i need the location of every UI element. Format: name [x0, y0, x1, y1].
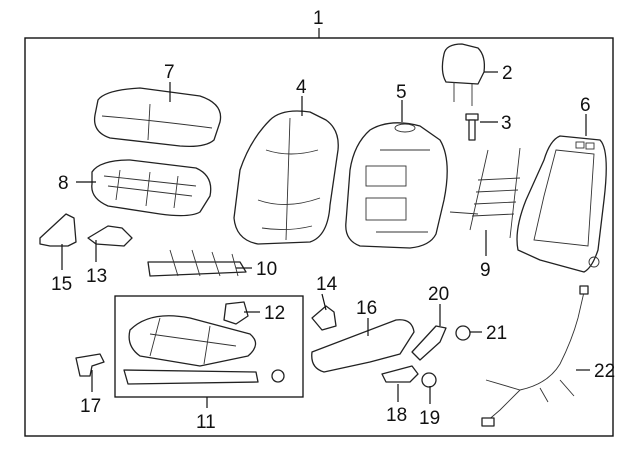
callout-8: 8 — [58, 173, 69, 194]
back-pad-part — [345, 122, 448, 249]
callout-14: 14 — [316, 274, 338, 295]
callout-7: 7 — [164, 62, 175, 83]
callout-16: 16 — [356, 298, 377, 319]
back-cover-part — [233, 110, 339, 245]
side-shield-part — [311, 319, 415, 373]
cushion-cover-part — [93, 87, 222, 148]
bracket-part-15 — [39, 213, 77, 247]
wire-harness-part — [481, 285, 589, 427]
back-frame-part — [516, 135, 607, 273]
callout-3: 3 — [501, 113, 512, 134]
fastener-part — [271, 369, 285, 383]
callout-17: 17 — [80, 396, 101, 417]
callout-4: 4 — [296, 77, 307, 98]
motor-part — [223, 301, 249, 325]
recliner-lever-part — [411, 325, 447, 361]
recliner-handle-part — [381, 365, 419, 383]
knob-part — [75, 353, 105, 377]
callout-1: 1 — [313, 8, 324, 29]
callout-6: 6 — [580, 95, 591, 116]
bracket-part-13 — [87, 225, 133, 247]
leader-lines — [61, 71, 590, 404]
callout-21: 21 — [486, 323, 507, 344]
callout-13: 13 — [86, 266, 107, 287]
callout-19: 19 — [419, 408, 440, 429]
callout-15: 15 — [51, 274, 72, 295]
callout-labels: 1 2 3 4 5 6 7 8 9 10 11 12 13 14 15 16 1… — [51, 8, 615, 433]
clip-part — [311, 305, 337, 331]
cushion-frame-support-part — [147, 249, 247, 277]
headrest-part — [441, 43, 486, 106]
adjuster-part — [123, 315, 259, 385]
cap-part-19 — [421, 372, 437, 388]
callout-9: 9 — [480, 260, 491, 281]
guide-part — [465, 113, 479, 141]
callout-20: 20 — [428, 284, 449, 305]
callout-18: 18 — [386, 405, 407, 426]
lumbar-support-part — [449, 147, 521, 239]
callout-2: 2 — [502, 63, 513, 84]
callout-22: 22 — [594, 361, 615, 382]
callout-11: 11 — [196, 412, 216, 433]
callout-5: 5 — [396, 82, 407, 103]
adjuster-subassembly-box — [114, 295, 304, 398]
cap-part-21 — [455, 325, 471, 341]
callout-10: 10 — [256, 259, 277, 280]
cushion-pad-part — [91, 159, 212, 217]
callout-12: 12 — [264, 303, 285, 324]
